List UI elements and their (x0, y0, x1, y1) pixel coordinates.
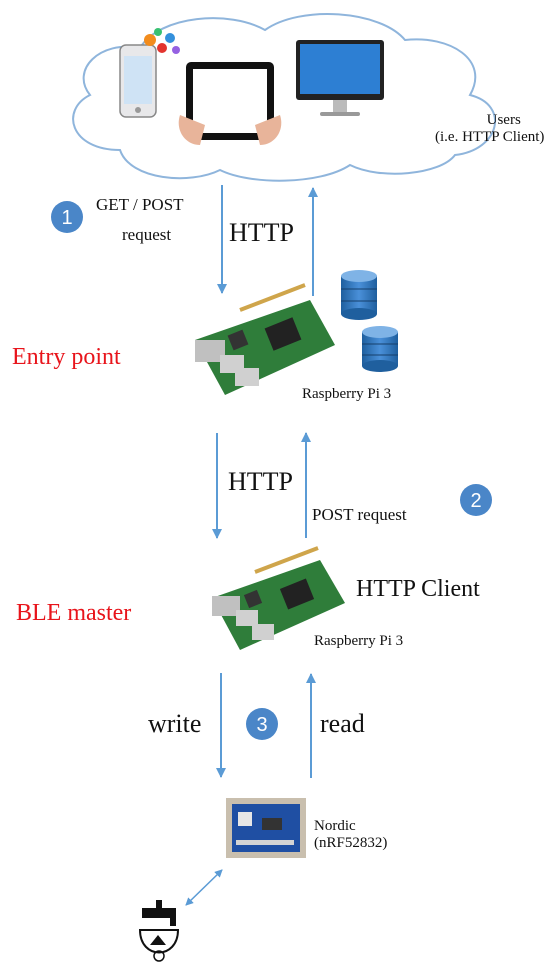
http-label-top: HTTP (229, 218, 294, 247)
desktop-monitor-icon (296, 40, 384, 116)
step-3-badge (246, 708, 278, 740)
database-icon (341, 270, 377, 320)
request-label: request (122, 225, 172, 244)
nordic-board (226, 798, 306, 858)
nordic-label-line1: Nordic (314, 818, 356, 834)
users-label: Users (i.e. HTTP Client) (435, 112, 544, 145)
faucet-icon (138, 900, 180, 962)
get-post-label: GET / POST (96, 195, 184, 214)
step-1-badge (51, 201, 83, 233)
write-label: write (148, 709, 202, 738)
database-icon (362, 326, 398, 372)
http-label-middle: HTTP (228, 467, 293, 496)
step-2-badge (460, 484, 492, 516)
users-label-line2: (i.e. HTTP Client) (435, 128, 545, 145)
read-label: read (320, 709, 365, 738)
entry-point-label: Entry point (12, 344, 121, 370)
users-label-line1: Users (486, 112, 521, 128)
step-2-number: 2 (470, 490, 482, 512)
tablet-icon (178, 62, 282, 145)
ble-master-label: BLE master (16, 600, 132, 626)
raspberry-pi-label-entry: Raspberry Pi 3 (302, 386, 392, 402)
step-3-number: 3 (256, 714, 268, 736)
ble-link-arrow (185, 869, 223, 906)
nordic-label-line2: (nRF52832) (314, 834, 388, 851)
http-client-label: HTTP Client (356, 576, 480, 602)
smartphone-icon (119, 28, 180, 118)
users-cloud (72, 13, 497, 182)
raspberry-pi-board-ble (212, 546, 345, 650)
step-1-number: 1 (61, 207, 73, 229)
nordic-label: Nordic (nRF52832) (314, 818, 387, 851)
raspberry-pi-label-ble: Raspberry Pi 3 (314, 633, 404, 649)
post-request-label: POST request (312, 505, 407, 524)
raspberry-pi-board-entry (195, 283, 335, 395)
